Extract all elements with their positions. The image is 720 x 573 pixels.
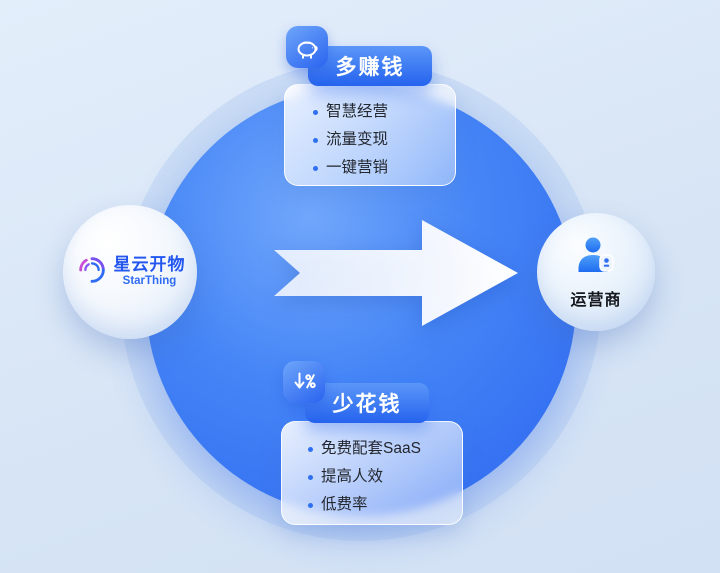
bullet-dot: [308, 446, 313, 452]
piggy-bank-icon: [286, 26, 328, 68]
operator-node: 运营商: [537, 213, 655, 331]
list-item: 流量变现: [313, 126, 455, 154]
list-item: 提高人效: [308, 463, 462, 491]
brand-name-cn: 星云开物: [113, 255, 186, 275]
bottom-card-body: 免费配套SaaS 提高人效 低费率: [281, 421, 463, 525]
bottom-item-1: 免费配套SaaS: [321, 440, 421, 457]
top-item-2: 流量变现: [326, 131, 389, 148]
list-item: 智慧经营: [313, 98, 455, 126]
top-card-title: 多赚钱: [308, 46, 432, 86]
list-item: 免费配套SaaS: [308, 435, 462, 463]
bullet-dot: [313, 165, 318, 171]
flow-arrow-icon: [274, 212, 518, 334]
bottom-card-title-text: 少花钱: [332, 393, 402, 416]
person-icon: [573, 234, 619, 283]
bullet-dot: [308, 474, 313, 480]
bottom-item-3: 低费率: [321, 496, 368, 513]
brand-name-en: StarThing: [122, 274, 177, 287]
top-card-body: 智慧经营 流量变现 一键营销: [284, 84, 456, 186]
bullet-dot: [313, 109, 318, 115]
top-item-1: 智慧经营: [326, 103, 389, 120]
discount-down-icon: [283, 361, 325, 403]
brand-node: 星云开物 StarThing: [63, 205, 197, 339]
operator-label: 运营商: [570, 292, 622, 309]
bullet-dot: [308, 502, 313, 508]
list-item: 一键营销: [313, 154, 455, 182]
starthing-swirl-icon: [75, 253, 109, 292]
top-card-title-text: 多赚钱: [335, 56, 405, 79]
top-item-3: 一键营销: [326, 159, 389, 176]
bottom-card-title: 少花钱: [305, 383, 429, 423]
list-item: 低费率: [308, 491, 462, 519]
bottom-item-2: 提高人效: [321, 468, 384, 485]
bullet-dot: [313, 137, 318, 143]
